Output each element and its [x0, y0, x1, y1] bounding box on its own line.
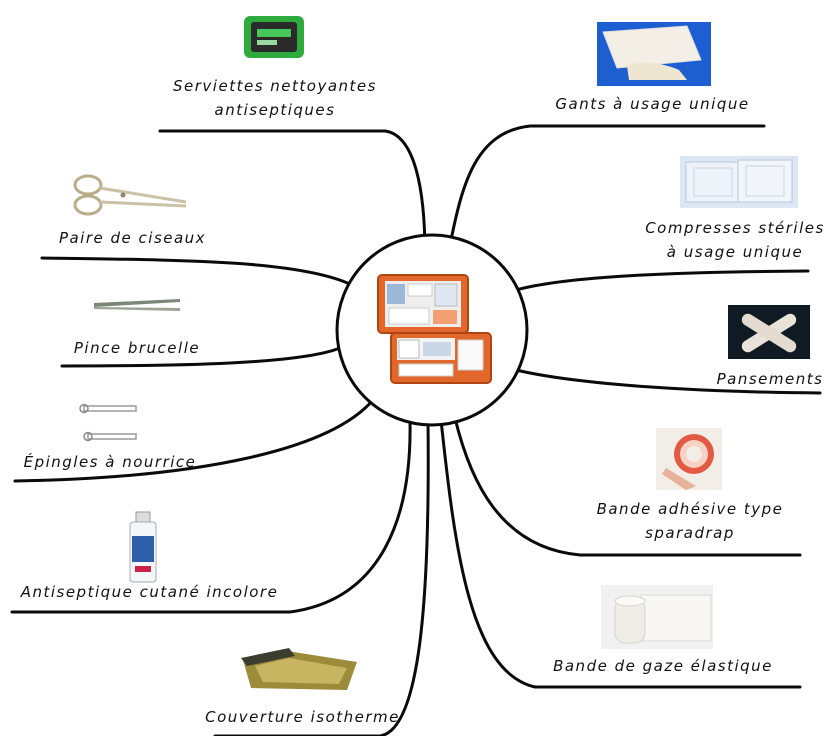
scissors-icon [73, 174, 187, 216]
branch-blanket [213, 418, 430, 736]
label-gloves: Gants à usage unique [555, 95, 750, 113]
label-pins: Épingles à nourrice [23, 453, 197, 471]
label-tweezers: Pince brucelle [73, 339, 201, 357]
label-gauze: Bande de gaze élastique [553, 657, 773, 675]
label-scissors: Paire de ciseaux [58, 229, 207, 247]
branch-wipes [158, 129, 427, 257]
label-bandages: Pansements [716, 370, 824, 388]
branch-bandages [514, 368, 822, 395]
label-antiseptic: Antiseptique cutané incolore [20, 583, 279, 601]
gloves-box-icon [597, 22, 711, 86]
branch-gloves [448, 124, 766, 247]
branch-scissors [40, 256, 354, 287]
branch-gauze [439, 418, 802, 689]
tweezers-icon [94, 299, 180, 311]
label-blanket: Couverture isotherme [205, 708, 400, 726]
branch-tape [453, 416, 802, 557]
branch-antiseptic [10, 418, 412, 614]
antiseptic-spray-icon [129, 511, 157, 583]
branch-pins [13, 398, 375, 483]
branch-tweezers [60, 346, 342, 368]
branch-compresses [514, 269, 810, 292]
gauze-roll-icon [601, 585, 713, 649]
first-aid-kit-icon [377, 274, 492, 384]
sterile-compresses-icon [680, 156, 798, 208]
adhesive-tape-roll-icon [656, 428, 722, 490]
bandage-plasters-icon [728, 305, 810, 359]
safety-pins-icon [79, 403, 137, 442]
survival-blanket-icon [241, 648, 357, 690]
antiseptic-wipes-pack-icon [244, 16, 304, 58]
